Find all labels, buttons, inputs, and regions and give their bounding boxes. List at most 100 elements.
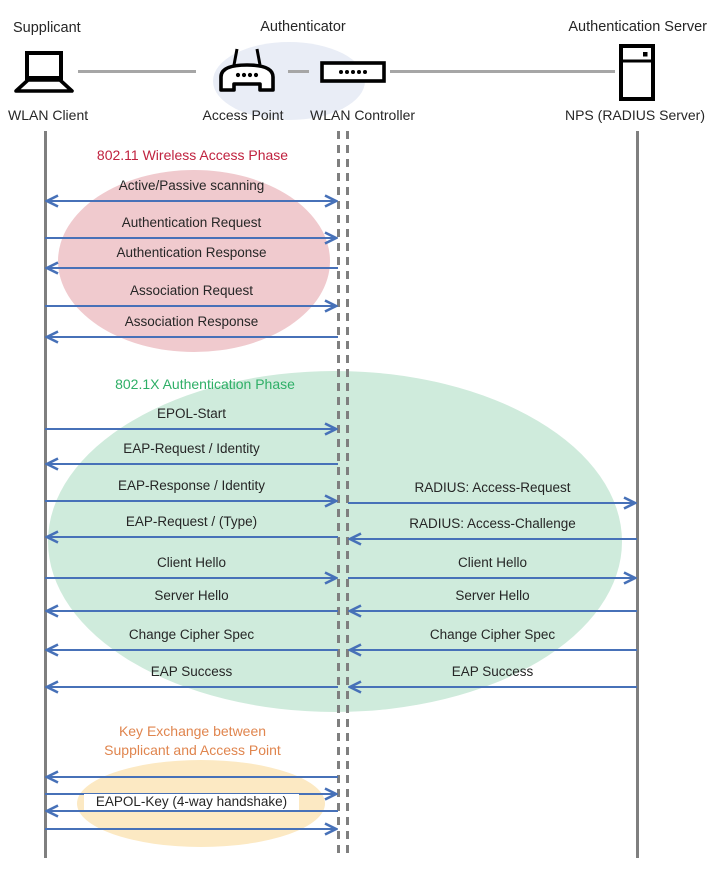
message-arrow bbox=[45, 679, 338, 695]
message-label: Association Request bbox=[45, 282, 338, 300]
arrow-right-icon bbox=[45, 571, 338, 585]
message-label: EAP Success bbox=[45, 663, 338, 681]
message-arrow bbox=[45, 193, 338, 209]
access-point-icon bbox=[219, 48, 275, 92]
message-label: Authentication Response bbox=[45, 244, 338, 262]
message-label-text: EAP Success bbox=[150, 664, 233, 679]
lifeline-radius-server bbox=[636, 131, 639, 858]
message-label: EAP Success bbox=[348, 663, 637, 681]
message-label-text: EAPOL-Key (4-way handshake) bbox=[83, 794, 300, 810]
message-arrow bbox=[45, 456, 338, 472]
arrow-left-icon bbox=[348, 643, 637, 657]
message-label: Client Hello bbox=[348, 554, 637, 572]
message-label-text: Change Cipher Spec bbox=[128, 627, 255, 642]
message-arrow bbox=[45, 493, 338, 509]
message-label: RADIUS: Access-Request bbox=[348, 479, 637, 497]
message-label-text: Change Cipher Spec bbox=[429, 627, 556, 642]
arrow-left-icon bbox=[45, 680, 338, 694]
message-label-text: Server Hello bbox=[154, 588, 229, 603]
arrow-left-icon bbox=[45, 530, 338, 544]
message-arrow bbox=[45, 570, 338, 586]
message-arrow bbox=[45, 421, 338, 437]
message-label: EAP-Request / (Type) bbox=[45, 513, 338, 531]
device-label-wlan-client: WLAN Client bbox=[8, 107, 89, 123]
message-label-text: RADIUS: Access-Request bbox=[414, 480, 571, 495]
arrow-left-icon bbox=[45, 261, 338, 275]
message-arrow bbox=[348, 642, 637, 658]
message-label-text: Authentication Response bbox=[116, 245, 267, 260]
message-label: Server Hello bbox=[45, 587, 338, 605]
message-label: Client Hello bbox=[45, 554, 338, 572]
message-arrow bbox=[348, 603, 637, 619]
message-label: Change Cipher Spec bbox=[45, 626, 338, 644]
message-arrow bbox=[45, 803, 338, 819]
message-arrow bbox=[45, 603, 338, 619]
message-arrow bbox=[348, 570, 637, 586]
arrow-left-icon bbox=[45, 604, 338, 618]
device-label-wlan-controller: WLAN Controller bbox=[309, 107, 416, 123]
message-arrow bbox=[45, 260, 338, 276]
arrow-left-icon bbox=[45, 804, 338, 818]
connector-line bbox=[390, 70, 615, 73]
laptop-icon bbox=[14, 51, 74, 93]
message-label-text: Association Response bbox=[124, 314, 259, 329]
arrow-left-icon bbox=[45, 330, 338, 344]
message-label-text: Association Request bbox=[129, 283, 254, 298]
message-arrow bbox=[45, 529, 338, 545]
message-label-text: Authentication Request bbox=[121, 215, 262, 230]
message-label-text: RADIUS: Access-Challenge bbox=[409, 516, 576, 531]
message-label-text: EAP Success bbox=[451, 664, 534, 679]
arrow-right-icon bbox=[45, 231, 338, 245]
message-label-text: Client Hello bbox=[156, 555, 227, 570]
message-arrow bbox=[45, 642, 338, 658]
arrow-right-icon bbox=[45, 494, 338, 508]
message-label: EAPOL-Key (4-way handshake) bbox=[45, 794, 338, 810]
phase1-title: 802.11 Wireless Access Phase bbox=[96, 147, 289, 163]
arrow-left-icon bbox=[348, 532, 637, 546]
message-label: EAP-Request / Identity bbox=[45, 440, 338, 458]
lifeline-controller-b bbox=[346, 131, 349, 858]
lifeline-wlan-client bbox=[44, 131, 47, 858]
role-label-supplicant: Supplicant bbox=[13, 20, 81, 36]
device-label-access-point: Access Point bbox=[202, 107, 284, 123]
connector-dash bbox=[288, 70, 309, 73]
arrow-right-icon bbox=[348, 571, 637, 585]
message-arrow bbox=[348, 495, 637, 511]
arrow-both-icon bbox=[45, 194, 338, 208]
phase2-title: 802.1X Authentication Phase bbox=[115, 376, 295, 392]
message-label-text: Active/Passive scanning bbox=[118, 178, 265, 193]
message-label: Change Cipher Spec bbox=[348, 626, 637, 644]
arrow-left-icon bbox=[45, 770, 338, 784]
arrow-right-icon bbox=[348, 496, 637, 510]
device-label-nps-radius-server: NPS (RADIUS Server) bbox=[564, 107, 706, 123]
arrow-left-icon bbox=[348, 604, 637, 618]
message-arrow bbox=[45, 298, 338, 314]
phase3-title: Key Exchange between Supplicant and Acce… bbox=[104, 723, 281, 758]
arrow-left-icon bbox=[45, 457, 338, 471]
arrow-right-icon bbox=[45, 422, 338, 436]
message-label-text: Server Hello bbox=[455, 588, 530, 603]
message-arrow bbox=[348, 679, 637, 695]
role-label-authentication-server: Authentication Server bbox=[568, 19, 707, 35]
arrow-left-icon bbox=[45, 643, 338, 657]
message-arrow bbox=[45, 821, 338, 837]
message-arrow bbox=[45, 769, 338, 785]
lifeline-controller-a bbox=[337, 131, 340, 858]
message-label: Server Hello bbox=[348, 587, 637, 605]
server-icon bbox=[619, 44, 655, 101]
message-arrow bbox=[348, 531, 637, 547]
arrow-left-icon bbox=[348, 680, 637, 694]
role-label-authenticator: Authenticator bbox=[260, 19, 346, 35]
message-label: EPOL-Start bbox=[45, 405, 338, 423]
message-arrow bbox=[45, 230, 338, 246]
wlan-controller-icon bbox=[320, 61, 386, 83]
message-label-text: Client Hello bbox=[457, 555, 528, 570]
message-label: RADIUS: Access-Challenge bbox=[348, 515, 637, 533]
connector-line bbox=[78, 70, 196, 73]
arrow-right-icon bbox=[45, 822, 338, 836]
message-label: Association Response bbox=[45, 313, 338, 331]
message-label: EAP-Response / Identity bbox=[45, 477, 338, 495]
message-label-text: EAP-Response / Identity bbox=[117, 478, 266, 493]
message-arrow bbox=[45, 329, 338, 345]
